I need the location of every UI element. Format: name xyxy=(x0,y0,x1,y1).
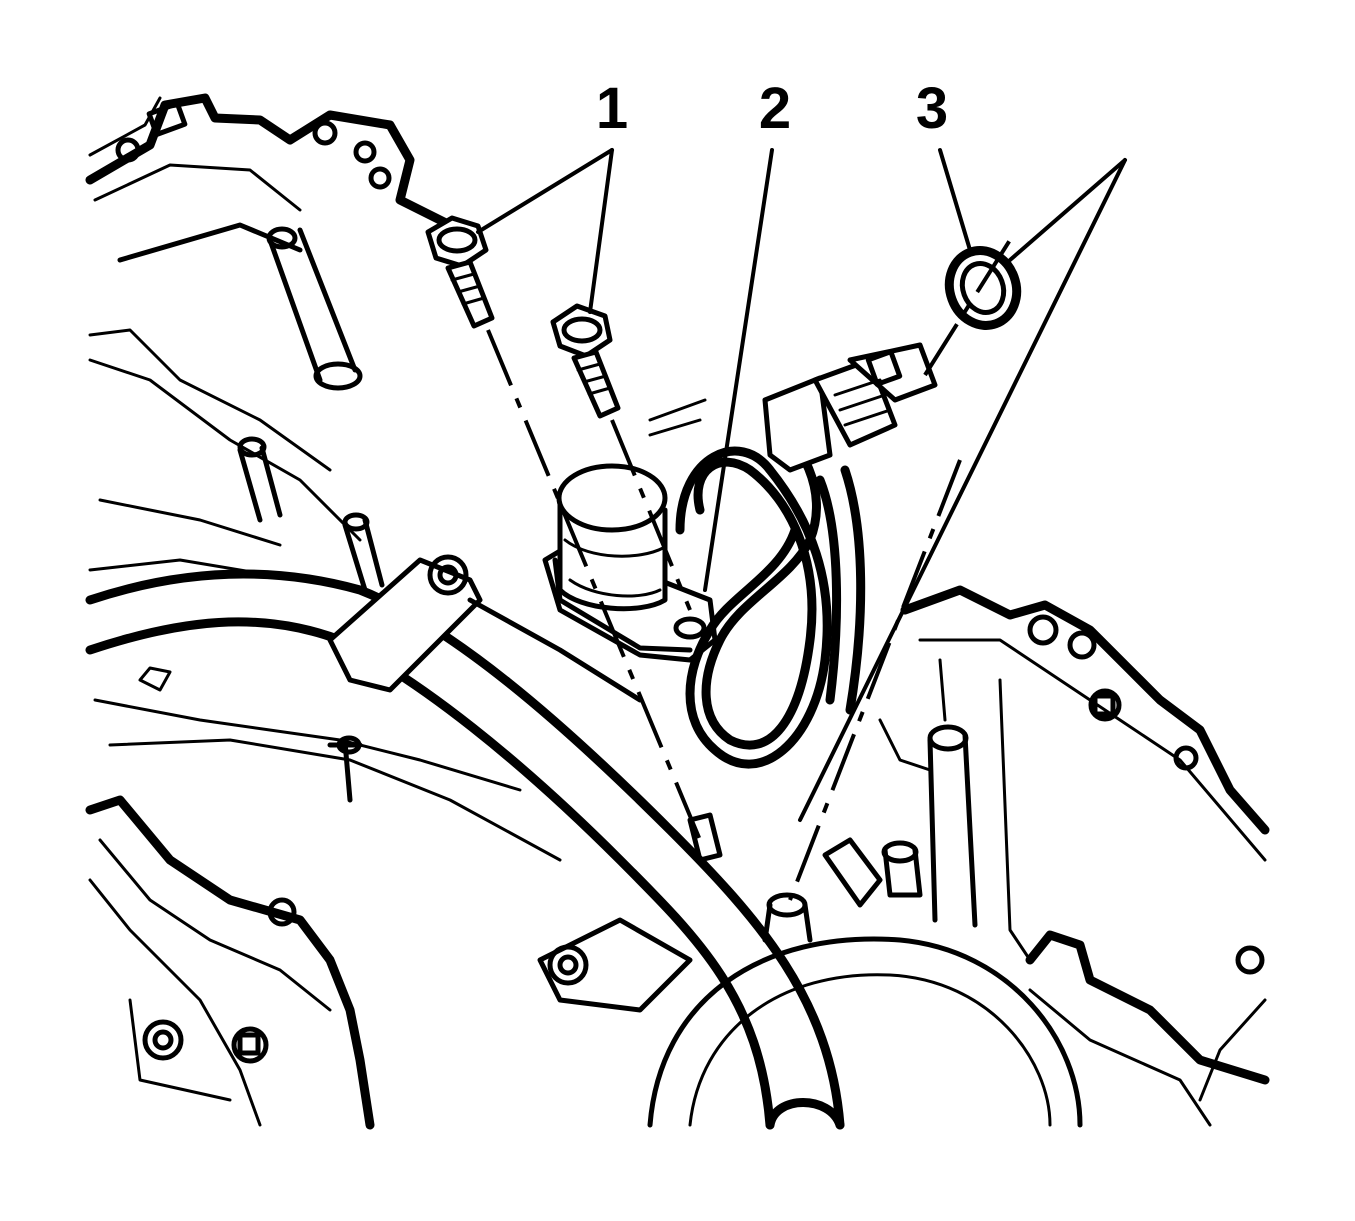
callout-1: 1 xyxy=(596,76,628,141)
leader-1b xyxy=(588,148,614,314)
leader-1a xyxy=(476,148,614,234)
callout-2: 2 xyxy=(759,76,791,141)
bolt-left xyxy=(425,215,495,329)
leader-2 xyxy=(703,148,774,592)
transmission-case xyxy=(85,93,1270,1130)
transfer-tube xyxy=(85,554,845,1130)
callout-labels: 1 2 3 xyxy=(596,76,948,141)
bolt-right xyxy=(550,303,621,419)
installation-centerlines xyxy=(486,238,1012,901)
wiring-harness xyxy=(675,415,866,769)
leader-lines xyxy=(476,148,1127,822)
seal-ring xyxy=(944,246,1022,330)
callout-3: 3 xyxy=(916,76,948,141)
leader-3-wedge-bottom xyxy=(798,158,1127,822)
leader-3-wedge-top xyxy=(1008,158,1127,262)
solenoid xyxy=(542,398,718,663)
leader-3 xyxy=(938,148,972,252)
electrical-connector xyxy=(762,342,938,473)
